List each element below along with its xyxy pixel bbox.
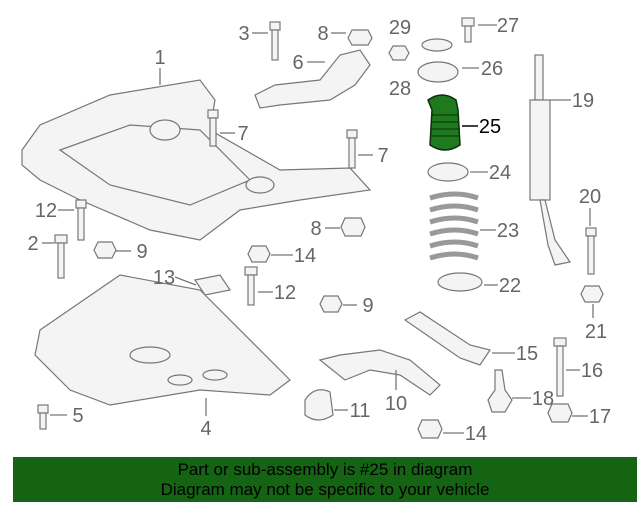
callout-23: 23 [497,220,519,242]
callout-27: 27 [497,15,519,37]
upper-control-arm-part[interactable] [254,49,371,109]
callout-7b: 7 [377,145,388,167]
lower-control-arm-part[interactable] [318,349,441,396]
subframe-part[interactable] [21,79,372,241]
callout-12b: 12 [274,282,296,304]
spring-seat-upper-part[interactable] [427,162,469,182]
callout-9b: 9 [362,295,373,317]
callout-17: 17 [589,406,611,428]
callout-5: 5 [72,405,83,427]
shock-absorber-part[interactable] [529,54,572,266]
callout-26: 26 [481,58,503,80]
banner-line-part-number: Part or sub-assembly is #25 in diagram [177,460,473,479]
callout-20: 20 [579,186,601,208]
callout-10: 10 [385,393,407,415]
bump-stop-part-25[interactable] [427,94,461,151]
callout-3: 3 [238,23,249,45]
callout-16: 16 [581,360,603,382]
callout-21: 21 [585,321,607,343]
fasteners[interactable] [37,17,604,439]
banner-line-disclaimer: Diagram may not be specific to your vehi… [160,480,490,499]
coil-spring-part[interactable] [429,191,479,261]
callout-19: 19 [572,90,594,112]
callout-7: 7 [237,123,248,145]
callout-14: 14 [294,245,316,267]
callout-24: 24 [489,162,511,184]
bushing-part[interactable] [304,389,334,421]
callout-8b: 8 [310,218,321,240]
ball-joint-part[interactable] [487,369,513,413]
underbody-shield-part[interactable] [34,274,291,406]
info-banner: Part or sub-assembly is #25 in diagram D… [13,457,637,502]
strut-bearing-part[interactable] [421,38,453,52]
callout-15: 15 [516,343,538,365]
callout-18: 18 [532,388,554,410]
callout-11: 11 [350,400,371,422]
leader-lines [42,24,594,434]
callout-8: 8 [317,23,328,45]
callout-14b: 14 [465,423,487,445]
callout-2: 2 [27,233,38,255]
callout-13: 13 [153,267,175,289]
callout-6: 6 [292,52,303,74]
callout-28: 28 [389,78,411,100]
spring-seat-lower-part[interactable] [437,272,483,292]
callout-9: 9 [136,241,147,263]
callout-25-highlighted: 25 [479,116,501,138]
tension-strut-part[interactable] [403,311,491,366]
callout-29: 29 [389,17,411,39]
callout-4: 4 [200,418,211,440]
callout-12: 12 [35,200,57,222]
callout-22: 22 [499,275,521,297]
strut-mount-part[interactable] [417,61,459,83]
callout-1: 1 [154,47,165,69]
